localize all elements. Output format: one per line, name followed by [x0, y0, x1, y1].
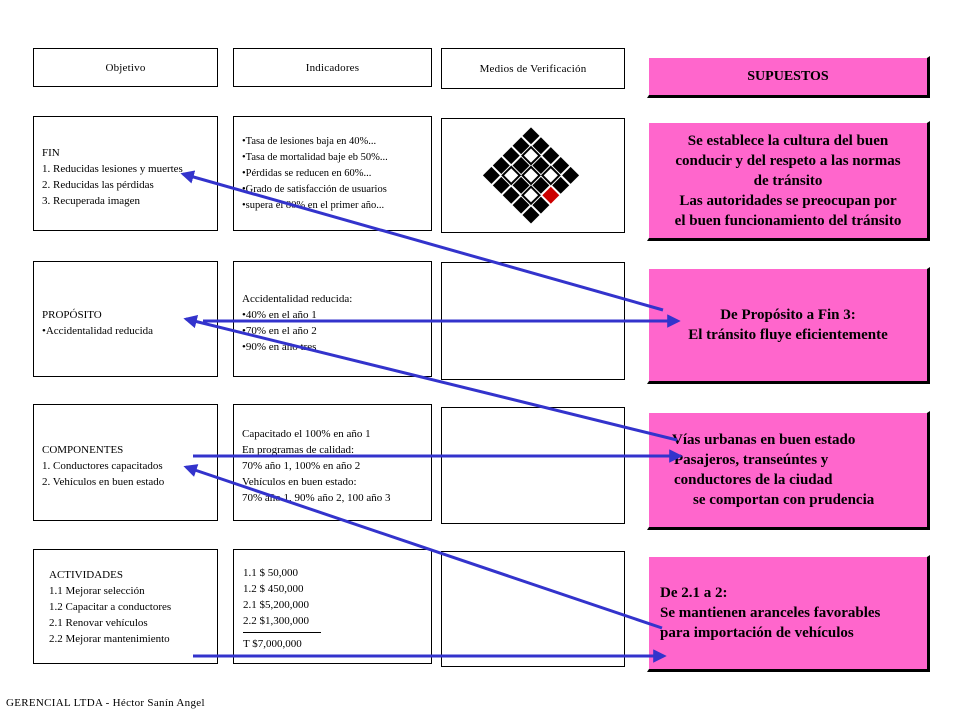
supuesto-componentes-line: conductores de la ciudad: [674, 472, 833, 488]
supuesto-componentes-line: se comportan con prudencia: [693, 492, 875, 508]
medios-fin: [441, 118, 625, 233]
supuesto-actividades: De 2.1 a 2: Se mantienen aranceles favor…: [647, 555, 930, 672]
logo-cell: [521, 165, 541, 186]
header-supuestos-label: SUPUESTOS: [747, 68, 829, 84]
indicador-fin-line: •Tasa de mortalidad baje eb 50%...: [242, 151, 388, 163]
logo-cell: [540, 165, 561, 186]
objetivo-actividades: ACTIVIDADES 1.1 Mejorar selección 1.2 Ca…: [33, 549, 218, 664]
indicador-fin-line: •Grado de satisfacción de usuarios: [242, 183, 387, 195]
objetivo-proposito-title: PROPÓSITO: [42, 309, 102, 321]
logo-cell: [522, 127, 540, 145]
indicador-fin-line: •supera el 80% en el primer año...: [242, 199, 385, 211]
header-medios-label: Medios de Verificación: [479, 62, 587, 75]
footer-credit: GERENCIAL LTDA - Héctor Sanín Angel: [6, 697, 205, 709]
indicador-fin-line: •Pérdidas se reducen en 60%...: [242, 167, 372, 179]
indicador-actividades-line: 2.2 $1,300,000: [243, 615, 309, 627]
logo-cell: [522, 206, 540, 224]
objetivo-fin-line: 3. Recuperada imagen: [42, 194, 141, 207]
supuesto-componentes: Vías urbanas en buen estado Pasajeros, t…: [647, 411, 930, 530]
indicador-componentes-line: 70% año 1, 90% año 2, 100 año 3: [242, 491, 391, 504]
objetivo-actividades-title: ACTIVIDADES: [49, 568, 123, 581]
objetivo-proposito-line: •Accidentalidad reducida: [42, 325, 154, 337]
logo-cell: [501, 165, 522, 186]
diamond-grid-logo-icon: [482, 127, 580, 224]
indicador-componentes-line: 70% año 1, 100% en año 2: [242, 459, 361, 472]
indicador-componentes: Capacitado el 100% en año 1 En programas…: [233, 404, 432, 521]
header-indicadores-label: Indicadores: [305, 61, 360, 74]
logo-cell: [552, 176, 570, 194]
logo-cell: [521, 185, 541, 206]
supuesto-componentes-line: Pasajeros, transeúntes y: [674, 452, 829, 468]
indicador-proposito-line: •90% en año tres: [242, 341, 317, 353]
supuesto-fin-line: de tránsito: [753, 172, 823, 189]
objetivo-fin-line: 1. Reducidas lesiones y muertes: [42, 162, 183, 175]
objetivo-componentes-line: 1. Conductores capacitados: [42, 459, 163, 472]
supuesto-fin: Se establece la cultura del buen conduci…: [647, 121, 930, 241]
medios-actividades: [441, 551, 625, 667]
header-medios: Medios de Verificación: [441, 48, 625, 89]
supuesto-fin-line: Las autoridades se preocupan por: [679, 192, 897, 209]
supuesto-proposito-line: El tránsito fluye eficientemente: [688, 327, 888, 343]
indicador-fin: •Tasa de lesiones baja en 40%... •Tasa d…: [233, 116, 432, 231]
indicador-proposito-line: •70% en el año 2: [242, 325, 317, 337]
indicador-actividades-total: T $7,000,000: [243, 638, 302, 650]
indicador-componentes-line: Vehículos en buen estado:: [242, 475, 357, 488]
objetivo-componentes: COMPONENTES 1. Conductores capacitados 2…: [33, 404, 218, 521]
indicador-proposito-line: Accidentalidad reducida:: [242, 293, 353, 305]
objetivo-actividades-line: 2.1 Renovar vehículos: [49, 616, 148, 629]
header-indicadores: Indicadores: [233, 48, 432, 87]
indicador-componentes-line: Capacitado el 100% en año 1: [242, 427, 371, 440]
header-objetivo: Objetivo: [33, 48, 218, 87]
logo-cell: [552, 157, 570, 174]
logo-cell: [521, 145, 541, 166]
objetivo-actividades-line: 1.2 Capacitar a conductores: [49, 600, 172, 613]
objetivo-componentes-title: COMPONENTES: [42, 443, 124, 456]
header-supuestos: SUPUESTOS: [647, 56, 930, 98]
supuesto-fin-line: conducir y del respeto a las normas: [675, 152, 901, 169]
supuesto-fin-line: Se establece la cultura del buen: [687, 132, 889, 149]
objetivo-fin-title: FIN: [42, 146, 60, 159]
arrow-actividades-to-componentes: [183, 464, 663, 630]
supuesto-proposito-line: De Propósito a Fin 3:: [720, 307, 856, 323]
indicador-actividades: 1.1 $ 50,000 1.2 $ 450,000 2.1 $5,200,00…: [233, 549, 432, 664]
objetivo-componentes-line: 2. Vehículos en buen estado: [42, 475, 165, 488]
supuesto-fin-line: el buen funcionamiento del tránsito: [674, 212, 902, 229]
medios-componentes: [441, 407, 625, 524]
total-rule: [243, 632, 321, 633]
indicador-proposito-line: •40% en el año 1: [242, 309, 317, 321]
indicador-proposito: Accidentalidad reducida: •40% en el año …: [233, 261, 432, 377]
supuesto-actividades-line: para importación de vehículos: [660, 625, 854, 641]
indicador-actividades-line: 1.1 $ 50,000: [243, 567, 298, 579]
indicador-fin-line: •Tasa de lesiones baja en 40%...: [242, 135, 377, 147]
indicador-actividades-line: 1.2 $ 450,000: [243, 583, 304, 595]
logo-cell: [482, 166, 500, 184]
objetivo-actividades-line: 2.2 Mejorar mantenimiento: [49, 632, 170, 645]
arrow-proposito-to-fin: [180, 170, 664, 312]
supuesto-proposito: De Propósito a Fin 3: El tránsito fluye …: [647, 267, 930, 384]
indicador-componentes-line: En programas de calidad:: [242, 443, 355, 456]
arrow-componentes-to-proposito: [183, 315, 678, 442]
objetivo-fin-line: 2. Reducidas las pérdidas: [42, 178, 154, 191]
header-objetivo-label: Objetivo: [105, 61, 146, 74]
objetivo-actividades-line: 1.1 Mejorar selección: [49, 584, 145, 597]
supuesto-componentes-line: Vías urbanas en buen estado: [672, 432, 856, 448]
supuesto-actividades-line: Se mantienen aranceles favorables: [660, 605, 881, 621]
supuesto-actividades-line: De 2.1 a 2:: [660, 585, 728, 601]
indicador-actividades-line: 2.1 $5,200,000: [243, 599, 309, 611]
